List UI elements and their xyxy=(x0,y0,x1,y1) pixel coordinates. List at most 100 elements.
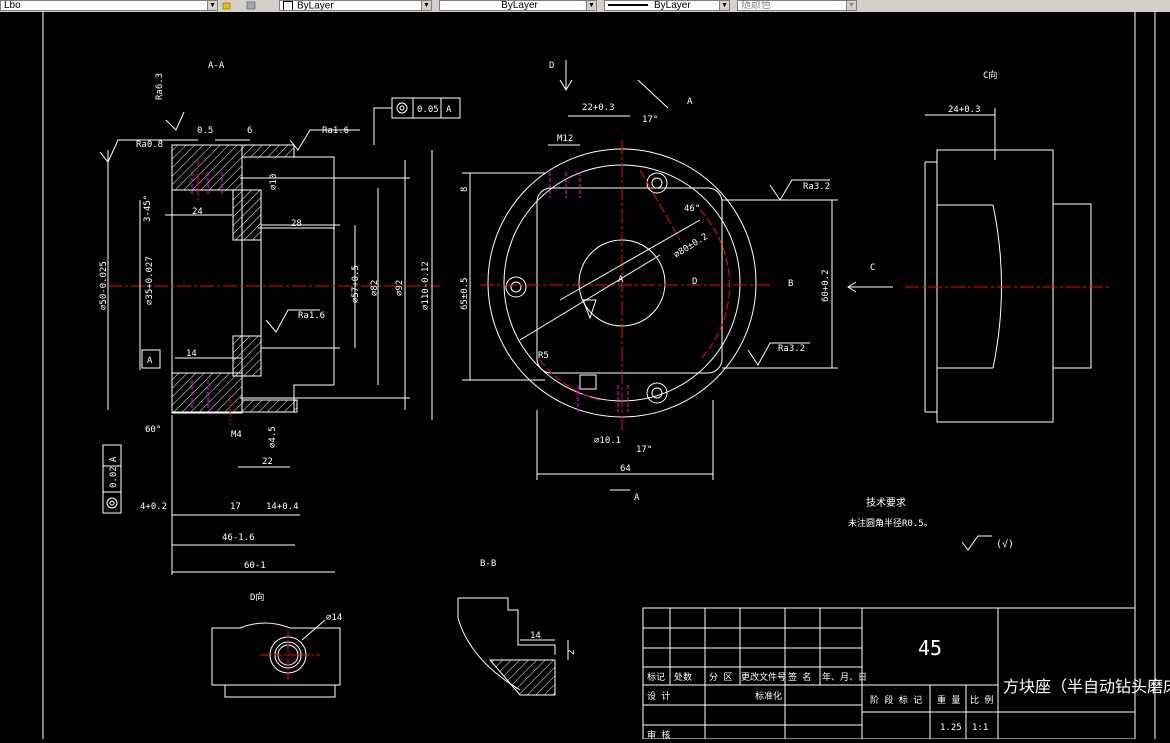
rough-ra32-top: Ra3.2 xyxy=(803,182,830,192)
header-std: 标准化 xyxy=(755,690,782,702)
lineweight-dropdown[interactable]: ByLayer ▼ xyxy=(604,0,730,11)
fcf-top-datum: A xyxy=(446,105,452,115)
header-scale: 比 例 xyxy=(970,694,993,706)
rough-other-symbol-icon xyxy=(961,535,992,551)
linetype-value: ByLayer xyxy=(501,0,538,11)
dim-24-left: 24 xyxy=(192,207,203,217)
scale-value: 1:1 xyxy=(972,723,988,733)
dim-46deg: 46° xyxy=(684,204,700,214)
section-bb-view xyxy=(457,597,569,696)
dim-60: 60-1 xyxy=(244,561,266,571)
dim-60deg: 60° xyxy=(145,425,161,435)
label-view-d: D向 xyxy=(250,591,264,603)
dim-bb-2: 2 xyxy=(567,650,577,655)
rough-ra08: Ra0.8 xyxy=(136,140,163,150)
fcf-left-value: 0.02 xyxy=(109,466,119,488)
dim-6: 6 xyxy=(247,126,252,136)
header-stage: 阶 段 标 记 xyxy=(870,694,922,706)
rough-ra16-mid: Ra1.6 xyxy=(298,311,325,321)
dim-phi14: ⌀14 xyxy=(326,613,342,623)
label-d-arrow: D xyxy=(549,61,554,71)
dim-phi110: ⌀110-0.12 xyxy=(421,261,431,310)
chevron-down-icon[interactable]: ▼ xyxy=(719,1,729,10)
label-c-arrow: C xyxy=(870,263,875,273)
chevron-down-icon[interactable]: ▼ xyxy=(846,1,856,10)
dim-14b: 14+0.4 xyxy=(266,502,299,512)
dim-28: 28 xyxy=(291,219,302,229)
layer-previous-icon[interactable] xyxy=(246,1,256,10)
dim-22: 22 xyxy=(262,457,273,467)
d-view xyxy=(211,619,341,698)
main-view xyxy=(462,60,838,491)
section-aa-view xyxy=(99,97,461,575)
layer-value: Lbo xyxy=(4,0,21,11)
label-a-cut-top: A xyxy=(687,97,693,107)
linetype-dropdown[interactable]: ByLayer ▼ xyxy=(439,0,597,11)
dim-17deg-top: 17° xyxy=(642,115,658,125)
material-value: 45 xyxy=(918,636,942,660)
rough-ra16-top: Ra1.6 xyxy=(322,126,349,136)
header-design: 设 计 xyxy=(647,690,670,702)
lineweight-value: ByLayer xyxy=(654,0,691,11)
drawing-canvas[interactable]: A-A B-B D向 C向 D A A B C A D A 0.05 A 0.0… xyxy=(0,12,1170,741)
layer-dropdown[interactable]: Lbo ▼ xyxy=(0,0,218,11)
dim-65: 65±0.5 xyxy=(460,277,470,310)
dim-05: 0.5 xyxy=(197,126,213,136)
header-date: 年、月、日 xyxy=(822,671,867,683)
header-zone: 分 区 xyxy=(709,672,732,683)
dim-4: 4+0.2 xyxy=(140,502,167,512)
dim-phi92: ⌀92 xyxy=(395,280,405,296)
dim-phi10: ⌀10 xyxy=(269,174,279,190)
color-value: ByLayer xyxy=(297,0,334,11)
label-center-a: A xyxy=(618,275,624,285)
layer-states-icon[interactable] xyxy=(222,1,232,10)
dim-phi80: ⌀80±0.2 xyxy=(672,232,709,261)
part-name: 方块座（半自动钻头磨床） xyxy=(1003,677,1170,696)
chevron-down-icon[interactable]: ▼ xyxy=(421,1,431,10)
dim-3x45: 3-45° xyxy=(143,195,153,222)
dim-64: 64 xyxy=(620,464,631,474)
dim-m4: M4 xyxy=(231,430,242,440)
plotstyle-dropdown[interactable]: 随颜色 ▼ xyxy=(737,0,857,11)
dim-bb-14: 14 xyxy=(530,631,541,641)
label-section-aa: A-A xyxy=(208,61,225,71)
dim-22top: 22+0.3 xyxy=(582,103,615,113)
label-a-cut-bottom: A xyxy=(634,493,640,503)
header-weight: 重 量 xyxy=(937,694,960,706)
dim-phi50: ⌀50-0.025 xyxy=(99,261,109,310)
header-review: 审 核 xyxy=(647,729,670,739)
properties-toolbar: Lbo ▼ ByLayer ▼ ByLayer ▼ ByLayer ▼ 随颜色 … xyxy=(0,0,1170,13)
dim-phi82: ⌀82 xyxy=(370,280,380,296)
color-swatch-icon xyxy=(283,1,293,10)
c-view xyxy=(847,108,1110,423)
lineweight-sample-icon xyxy=(608,4,648,7)
dim-phi101: ⌀10.1 xyxy=(594,436,621,446)
rough-ra63: Ra6.3 xyxy=(155,73,165,100)
dim-24-c: 24+0.3 xyxy=(948,105,981,115)
header-sign: 签 名 xyxy=(788,671,811,683)
weight-value: 1.25 xyxy=(940,723,962,733)
fcf-left-datum: A xyxy=(109,456,119,462)
dim-46: 46-1.6 xyxy=(222,533,255,543)
dim-14: 14 xyxy=(186,349,197,359)
tech-title: 技术要求 xyxy=(866,496,906,509)
header-doc: 更改文件号 xyxy=(741,671,786,683)
cad-drawing: A-A B-B D向 C向 D A A B C A D A 0.05 A 0.0… xyxy=(42,12,1170,741)
dim-phi45: ⌀4.5 xyxy=(268,426,278,448)
fcf-top-value: 0.05 xyxy=(417,105,439,115)
header-count: 处数 xyxy=(674,671,692,683)
label-b-cut: B xyxy=(788,279,793,289)
color-dropdown[interactable]: ByLayer ▼ xyxy=(279,0,432,11)
label-datum-a: A xyxy=(147,356,153,366)
tech-note: 未注圆角半径R0.5。 xyxy=(848,517,933,529)
dim-r5: R5 xyxy=(538,351,549,361)
dim-m12: M12 xyxy=(557,134,573,144)
chevron-down-icon[interactable]: ▼ xyxy=(207,1,217,10)
dim-phi35: ⌀35+0.027 xyxy=(145,256,155,305)
rough-ra32-bottom: Ra3.2 xyxy=(778,344,805,354)
dim-phi57: ⌀57+0.5 xyxy=(351,265,361,303)
chevron-down-icon[interactable]: ▼ xyxy=(586,1,596,10)
plotstyle-value: 随颜色 xyxy=(741,0,771,11)
header-mark: 标记 xyxy=(647,671,665,683)
label-section-bb: B-B xyxy=(480,559,496,569)
